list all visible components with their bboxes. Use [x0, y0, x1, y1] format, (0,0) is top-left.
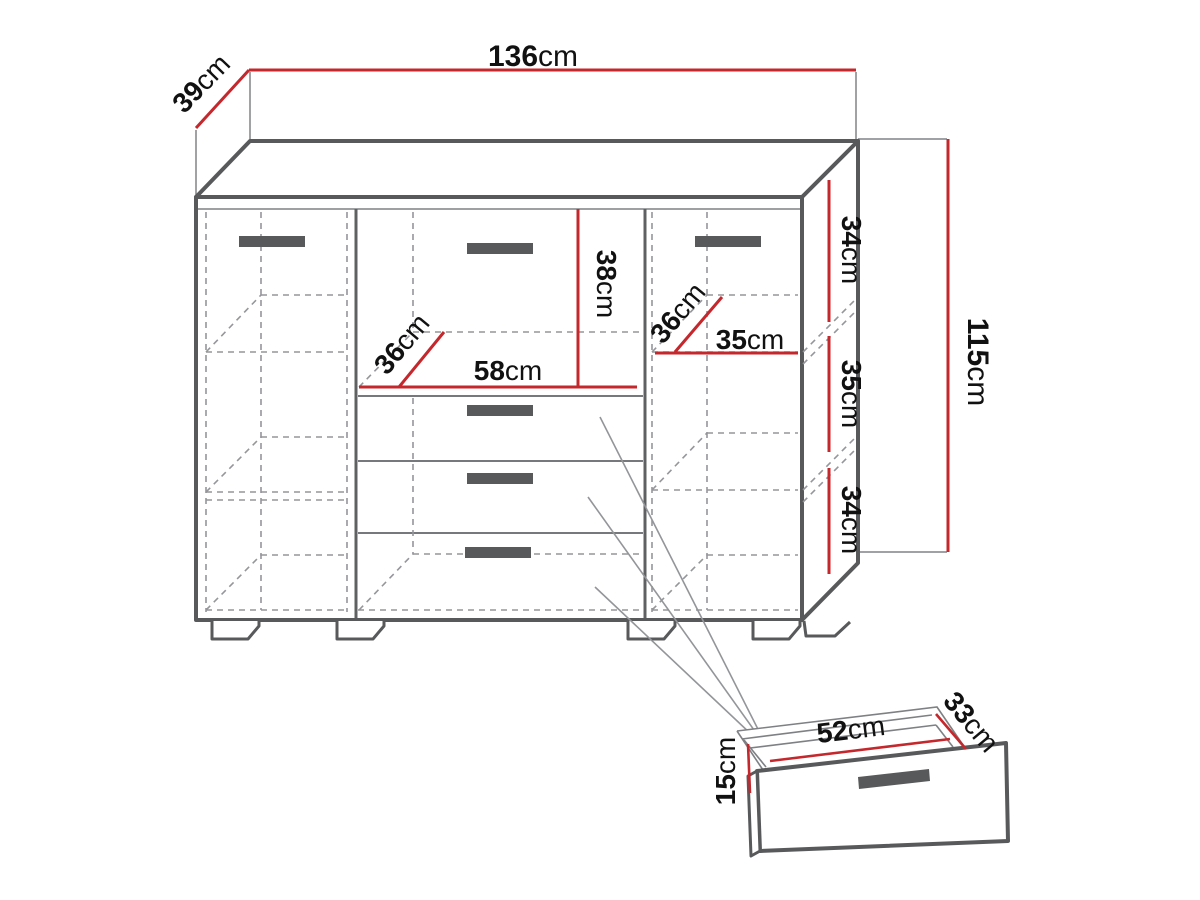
foot: [335, 621, 386, 641]
dim-line-pull-width: [769, 737, 951, 763]
label-drawer-front: 38cm: [591, 250, 622, 318]
label-pull-width: 52cm: [815, 710, 887, 749]
dim-line-pull-height: [746, 743, 752, 794]
foot-back: [802, 620, 852, 638]
label-mid-width: 58cm: [474, 355, 542, 386]
extension-lines: [195, 72, 947, 553]
middle-drawer-column: [358, 212, 643, 611]
foot: [210, 621, 261, 641]
label-width: 136cm: [488, 40, 578, 73]
cabinet-feet: [210, 620, 852, 641]
left-door-handle: [239, 236, 305, 247]
pullout-drawer-handle: [858, 769, 930, 789]
dim-line-mid-depth: [397, 331, 446, 388]
label-height: 115cm: [961, 318, 994, 406]
label-side-top: 34cm: [836, 216, 867, 284]
drawer2-handle: [467, 405, 533, 416]
dimension-lines: [194, 68, 950, 574]
foot: [626, 621, 677, 641]
label-pull-height: 15cm: [710, 737, 741, 805]
dim-line-pull-depth: [935, 713, 967, 750]
label-depth: 39cm: [166, 48, 236, 119]
drawer3-handle: [467, 473, 533, 484]
left-door: [205, 212, 348, 612]
dim-line-door-depth: [673, 296, 724, 353]
label-side-bot: 34cm: [836, 486, 867, 554]
pullout-drawer-detail: [736, 706, 1010, 858]
dim-line-depth: [194, 68, 251, 130]
foot: [751, 621, 802, 641]
label-door-shelf: 35cm: [716, 324, 784, 355]
top-drawer-handle: [467, 243, 533, 254]
detail-connector-lines: [587, 416, 770, 752]
label-side-mid: 35cm: [836, 360, 867, 428]
cabinet-top-panel: [194, 139, 860, 199]
right-door-handle: [695, 236, 761, 247]
drawer4-handle: [465, 547, 531, 558]
